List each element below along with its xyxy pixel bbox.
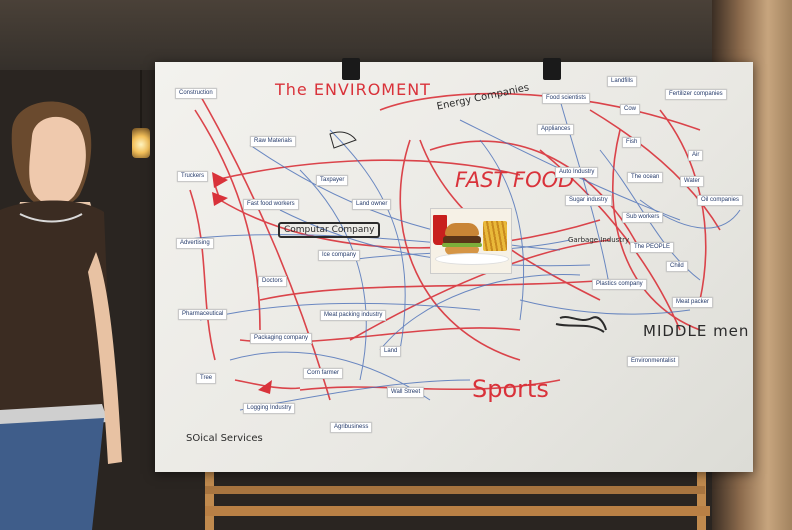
tag-truckers: Truckers: [177, 171, 209, 182]
tag-land-owner: Land owner: [352, 199, 392, 210]
tag-corn-farmer: Corn farmer: [303, 368, 344, 379]
tag-agribusiness: Agribusiness: [330, 422, 373, 433]
tag-appliances: Appliances: [537, 124, 575, 135]
burger-bottom-bun: [445, 247, 479, 255]
plate: [435, 253, 509, 265]
tag-the-people: The PEOPLE: [630, 242, 675, 253]
heading-middle-men: MIDDLE men: [643, 322, 750, 340]
heading-social-services: SOical Services: [186, 433, 263, 444]
red-arrows: [212, 172, 272, 394]
burger-bun: [445, 223, 479, 236]
easel-left-leg: [205, 468, 214, 530]
presenter-person: [0, 101, 122, 530]
tag-plastics-company: Plastics company: [592, 279, 647, 290]
blue-strings: [179, 99, 741, 411]
heading-fast-food: FAST FOOD: [455, 168, 575, 192]
tag-tree: Tree: [196, 373, 217, 384]
burger-patty: [443, 236, 481, 244]
tag-packaging-company: Packaging company: [250, 333, 313, 344]
tag-fast-food-workers: Fast food workers: [243, 199, 299, 210]
tag-water: Water: [680, 176, 704, 187]
hanging-lamp: [132, 128, 150, 158]
tag-auto-industry: Auto Industry: [555, 167, 599, 178]
tag-logging-industry: Logging Industry: [243, 403, 296, 414]
ceiling: [0, 0, 792, 70]
tag-wall-street: Wall Street: [387, 387, 425, 398]
heading-sports: Sports: [472, 375, 549, 403]
tag-food-scientists: Food scientists: [542, 93, 591, 104]
tag-ice-company: Ice company: [318, 250, 361, 261]
tag-taxpayer: Taxpayer: [316, 175, 349, 186]
tag-environmentalist: Environmentalist: [627, 356, 680, 367]
tag-doctors: Doctors: [258, 276, 287, 287]
tag-landfills: Landfills: [607, 76, 638, 87]
tag-fish: Fish: [622, 137, 642, 148]
tag-construction: Construction: [175, 88, 217, 99]
tag-cow: Cow: [620, 104, 641, 115]
tag-raw-materials: Raw Materials: [250, 136, 297, 147]
tag-meat-packer: Meat packer: [672, 297, 714, 308]
tag-advertising: Advertising: [176, 238, 214, 249]
heading-environment: The ENVIROMENT: [275, 80, 431, 99]
scribble: [555, 316, 607, 333]
tag-the-ocean: The ocean: [627, 172, 664, 183]
board-clip-left: [342, 58, 360, 80]
tag-sub-workers: Sub workers: [622, 212, 664, 223]
tag-child: Child: [666, 261, 688, 272]
heading-computer-company: Computar Company: [278, 222, 381, 238]
tag-fertilizer: Fertilizer companies: [665, 89, 727, 100]
easel-tray: [205, 506, 710, 516]
heading-garbage-industry: Garbage Industry: [568, 236, 630, 244]
tag-land: Land: [380, 346, 402, 357]
tag-air: Air: [688, 150, 704, 161]
fast-food-image: [430, 208, 512, 274]
red-strings: [189, 92, 721, 401]
board-clip-right: [543, 58, 561, 80]
tag-sugar-industry: Sugar industry: [565, 195, 612, 206]
tag-pharmaceutical: Pharmaceutical: [178, 309, 228, 320]
fries: [483, 221, 507, 251]
lamp-cord: [140, 70, 142, 128]
tag-meat-packing-industry: Meat packing industry: [320, 310, 387, 321]
easel-right-leg: [697, 440, 706, 530]
easel-crossbar: [205, 486, 705, 494]
marker-box: [329, 131, 357, 149]
burger-lettuce: [442, 243, 482, 247]
tag-oil-companies: Oil companies: [697, 195, 744, 206]
